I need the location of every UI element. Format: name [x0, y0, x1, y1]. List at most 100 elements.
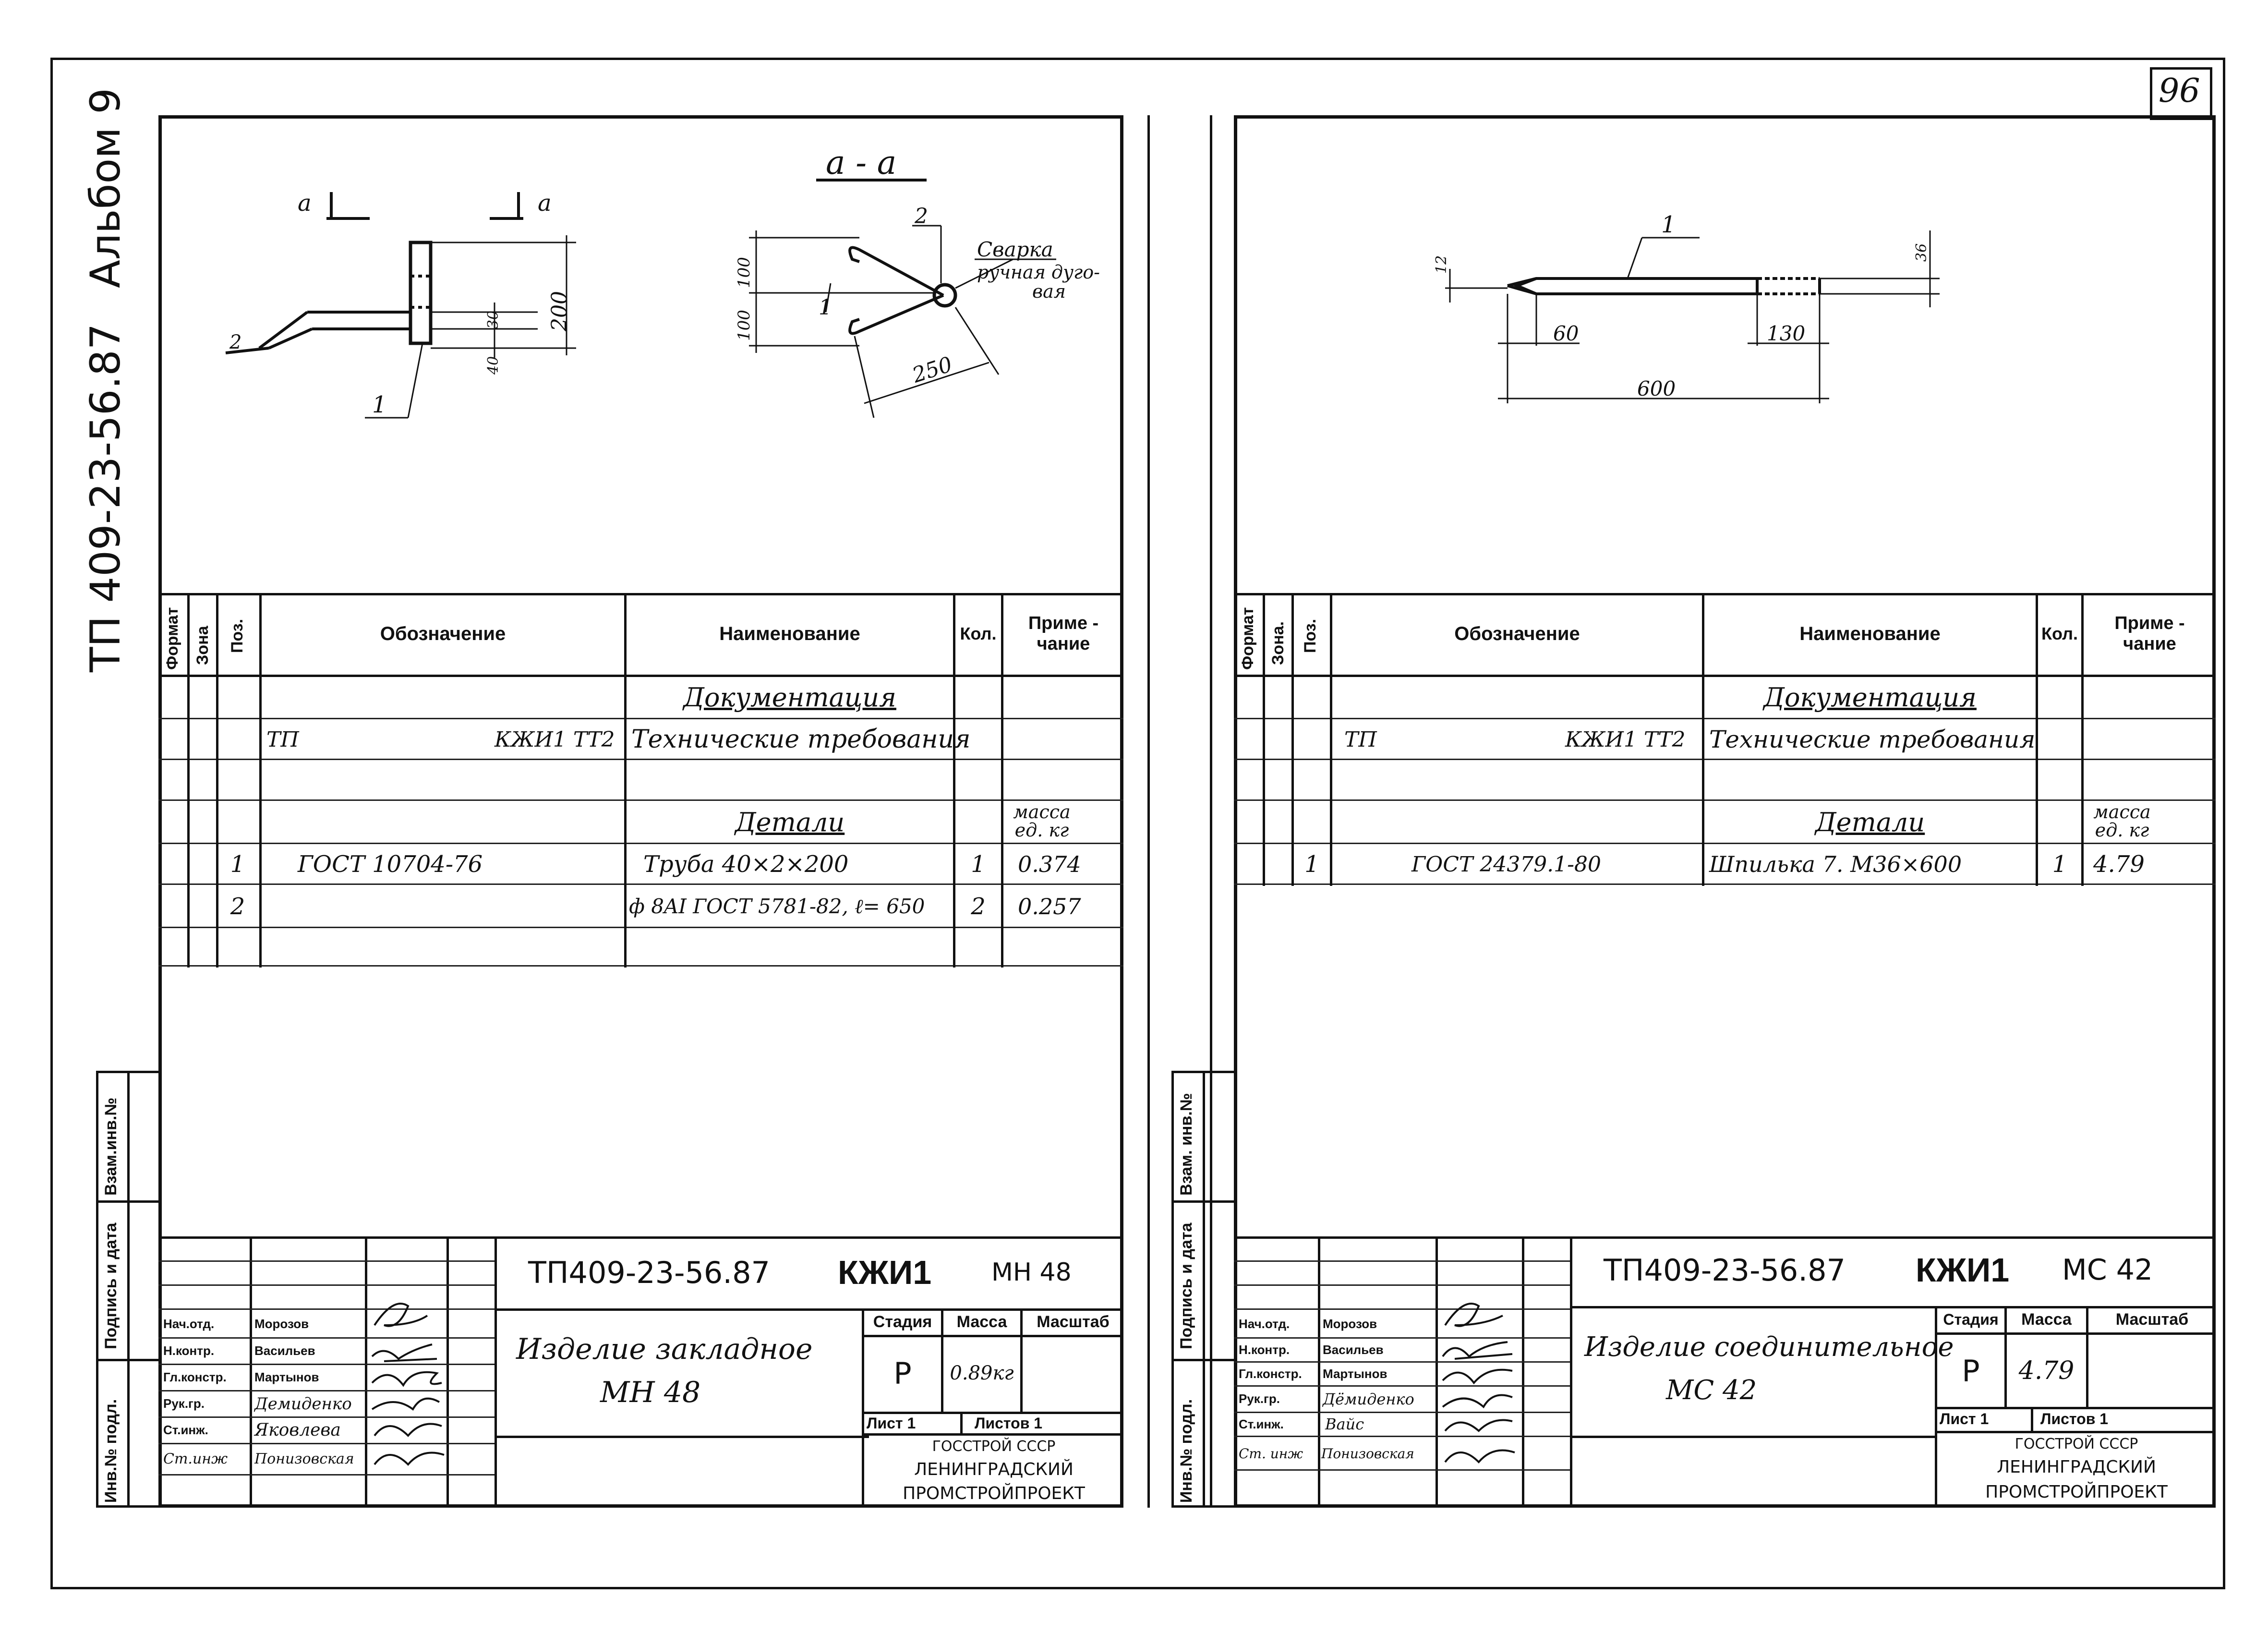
row1-note: 0.374	[1018, 851, 1081, 877]
stamp-mark: КЖИ1	[838, 1254, 932, 1291]
stamp-title-1-r: Изделие соединительное	[1584, 1331, 1954, 1363]
row1-pos-r: 1	[1304, 851, 1319, 878]
right-pos-label-1: 1	[1661, 211, 1676, 238]
row1-qty-r: 1	[2052, 851, 2067, 878]
stamp-org-3: ПРОМСТРОЙПРОЕКТ	[903, 1483, 1085, 1503]
stamp-stage: Р	[893, 1355, 912, 1391]
hdr-note: Приме - чание	[1028, 613, 1099, 654]
person-name: Демиденко	[254, 1394, 352, 1414]
parts-section-title-r: Детали	[1815, 807, 1925, 837]
hdr-name: Наименование	[719, 623, 860, 644]
person-role: Ст.инж	[163, 1451, 228, 1467]
stamp-title-1: Изделие закладное	[516, 1332, 813, 1366]
row1-designation: ГОСТ 10704-76	[298, 851, 483, 878]
hdr-name-r: Наименование	[1799, 623, 1941, 644]
mass-note: масса ед. кг	[1013, 801, 1071, 841]
person-role-r: Рук.гр.	[1239, 1391, 1280, 1406]
pos-label-2b: 2	[915, 204, 928, 229]
doc-section-title-r: Документация	[1763, 682, 1977, 713]
doc-row-designation-left-r: ТП	[1344, 727, 1377, 752]
person-name: Мартынов	[254, 1370, 319, 1384]
stamp-sheets-r: Листов 1	[2040, 1410, 2109, 1427]
stamp-stage-label-r: Стадия	[1943, 1310, 1999, 1328]
stamp-stage-label: Стадия	[873, 1312, 932, 1331]
person-name-r: Понизовская	[1321, 1446, 1414, 1462]
cut-label-a-right: а	[538, 190, 552, 217]
left-sheet-frame	[158, 115, 1123, 1508]
stamp-sheets: Листов 1	[975, 1414, 1043, 1432]
stamp-sheet: Лист 1	[867, 1414, 916, 1432]
person-role: Нач.отд.	[163, 1317, 215, 1331]
weld-note-1: Сварка	[977, 238, 1053, 261]
stamp-mass-label-r: Масса	[2021, 1310, 2072, 1329]
person-name: Яковлева	[254, 1420, 341, 1440]
row2-note: 0.257	[1018, 893, 1081, 919]
row1-designation-r: ГОСТ 24379.1-80	[1411, 852, 1602, 877]
stamp-title-2: МН 48	[600, 1376, 701, 1409]
outer-sheet-border	[50, 58, 2225, 1589]
doc-row-name: Технические требования	[631, 725, 971, 754]
stamp-mass: 0.89кг	[950, 1362, 1014, 1384]
stamp-item: МН 48	[991, 1258, 1072, 1287]
pos-label-1b: 1	[819, 295, 832, 320]
person-role: Н.контр.	[163, 1343, 215, 1358]
hdr-note-r: Приме - чание	[2114, 613, 2185, 654]
person-name: Понизовская	[254, 1451, 354, 1467]
row1-qty: 1	[971, 851, 986, 878]
doc-row-designation-right: КЖИ1 ТТ2	[495, 727, 615, 752]
row1-name: Труба 40×2×200	[643, 851, 849, 878]
person-role-r: Н.контр.	[1239, 1342, 1290, 1357]
person-name-r: Морозов	[1323, 1317, 1377, 1331]
row1-name-r: Шпилька 7. М36×600	[1709, 851, 1962, 877]
page-number: 96	[2159, 72, 2200, 110]
right-sheet-frame	[1234, 115, 2216, 1508]
page-number-box	[2150, 67, 2212, 120]
stamp-org-1-r: ГОССТРОЙ СССР	[2015, 1436, 2138, 1452]
hdr-designation: Обозначение	[380, 623, 506, 644]
stamp-org-2-r: ЛЕНИНГРАДСКИЙ	[1997, 1457, 2156, 1477]
mass-note-r: масса ед. кг	[2093, 801, 2151, 841]
stamp-item-r: МС 42	[2062, 1253, 2153, 1287]
row1-pos: 1	[230, 851, 245, 878]
doc-row-name-r: Технические требования	[1709, 726, 2036, 753]
stamp-org-2: ЛЕНИНГРАДСКИЙ	[914, 1459, 1074, 1479]
dim-60: 60	[1553, 322, 1579, 345]
stamp-scale-label: Масштаб	[1037, 1312, 1110, 1331]
weld-note-3: вая	[1032, 281, 1066, 302]
pos-label-2: 2	[229, 331, 242, 353]
hdr-qty-r: Кол.	[2041, 624, 2078, 643]
stamp-mass-r: 4.79	[2018, 1356, 2075, 1385]
person-role: Ст.инж.	[163, 1423, 208, 1437]
row2-pos: 2	[230, 893, 245, 920]
person-role: Гл.констр.	[163, 1370, 227, 1384]
stamp-stage-r: Р	[1962, 1353, 1980, 1389]
dim-130: 130	[1767, 322, 1806, 345]
hdr-designation-r: Обозначение	[1454, 623, 1580, 644]
person-name-r: Мартынов	[1323, 1366, 1387, 1381]
person-role-r: Ст. инж	[1239, 1446, 1303, 1462]
section-label: а - а	[826, 144, 897, 182]
stamp-org-3-r: ПРОМСТРОЙПРОЕКТ	[1985, 1482, 2168, 1502]
stamp-mark-r: КЖИ1	[1916, 1251, 2010, 1289]
person-role-r: Нач.отд.	[1239, 1317, 1290, 1331]
person-name-r: Васильев	[1323, 1342, 1384, 1357]
hdr-qty: Кол.	[960, 624, 997, 643]
cut-label-a-left: а	[298, 190, 312, 217]
weld-note-2: ручная дуго-	[977, 262, 1100, 283]
person-name: Васильев	[254, 1343, 315, 1358]
parts-section-title: Детали	[735, 807, 845, 837]
person-name-r: Дёмиденко	[1323, 1390, 1414, 1408]
doc-row-designation-right-r: КЖИ1 ТТ2	[1565, 727, 1686, 752]
gutter-line	[1210, 115, 1212, 1508]
person-name: Морозов	[254, 1317, 309, 1331]
person-role-r: Гл.констр.	[1239, 1366, 1302, 1381]
stamp-mass-label: Масса	[956, 1312, 1007, 1331]
stamp-code-r: ТП409-23-56.87	[1604, 1252, 1846, 1288]
stamp-sheet-r: Лист 1	[1940, 1410, 1989, 1427]
person-name-r: Вайс	[1325, 1415, 1364, 1433]
person-role-r: Ст.инж.	[1239, 1416, 1284, 1431]
